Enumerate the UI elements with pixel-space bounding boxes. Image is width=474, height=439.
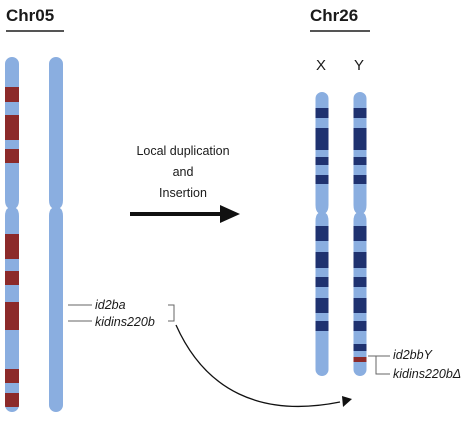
chr26-x-band: [315, 157, 329, 165]
chr26-y-band: [353, 108, 367, 118]
chr05-left-band: [5, 271, 19, 285]
chr05-left-band: [5, 149, 19, 163]
gene-label-id2ba: id2ba: [95, 298, 126, 312]
chr26-y-band: [353, 252, 367, 268]
chr26-y-band: [353, 157, 367, 165]
chr26-y-band: [353, 298, 367, 313]
chr26-x-band: [315, 321, 329, 331]
chr05-left-band: [5, 115, 19, 140]
chr05-left-band: [5, 87, 19, 102]
process-label-line2: and: [172, 165, 194, 179]
chr26-y-band: [353, 128, 367, 150]
insertion-curve-arrow: [175, 324, 341, 408]
chr05-chromosome: [49, 57, 63, 412]
process-label: Local duplication and Insertion: [118, 141, 248, 204]
gene-label-id2bby: id2bbY: [393, 348, 432, 362]
left-gene-bracket: [168, 304, 175, 322]
kidins220b-delta-pointer-line: [368, 355, 390, 375]
chr26-y-band: [353, 277, 367, 287]
chr05-title: Chr05: [6, 6, 55, 25]
chr05-left-band: [5, 302, 19, 330]
insertion-band: [353, 357, 367, 362]
process-label-line1: Local duplication: [136, 144, 230, 158]
duplication-arrow-head: [220, 205, 240, 223]
chr26-y-band: [353, 175, 367, 184]
chr26-x-band: [315, 175, 329, 184]
chr26-title: Chr26: [310, 6, 359, 25]
gene-label-kidins220b: kidins220b: [95, 315, 155, 329]
chr05-left-band: [5, 234, 19, 259]
chr26-x-band: [315, 108, 329, 118]
chr26-y-band: [353, 344, 367, 351]
process-label-line3: Insertion: [159, 186, 207, 200]
chr26-x-band: [315, 226, 329, 241]
chr26-x-band: [315, 128, 329, 150]
chr26-y-band: [353, 226, 367, 241]
chr26-title-underline: [310, 30, 370, 32]
chr26-x-band: [315, 252, 329, 268]
chr05-title-underline: [6, 30, 64, 32]
gene-label-kidins220b-delta: kidins220bΔ: [393, 367, 462, 381]
chr05-left-band: [5, 369, 19, 383]
chr26-y-label: Y: [354, 57, 365, 74]
chr26-y-band: [353, 321, 367, 331]
chr26-x-band: [315, 277, 329, 287]
chr26-x-label: X: [316, 57, 327, 74]
chr05-left-band: [5, 393, 19, 407]
chr26-x-band: [315, 298, 329, 313]
insertion-curve-arrowhead: [342, 396, 352, 407]
